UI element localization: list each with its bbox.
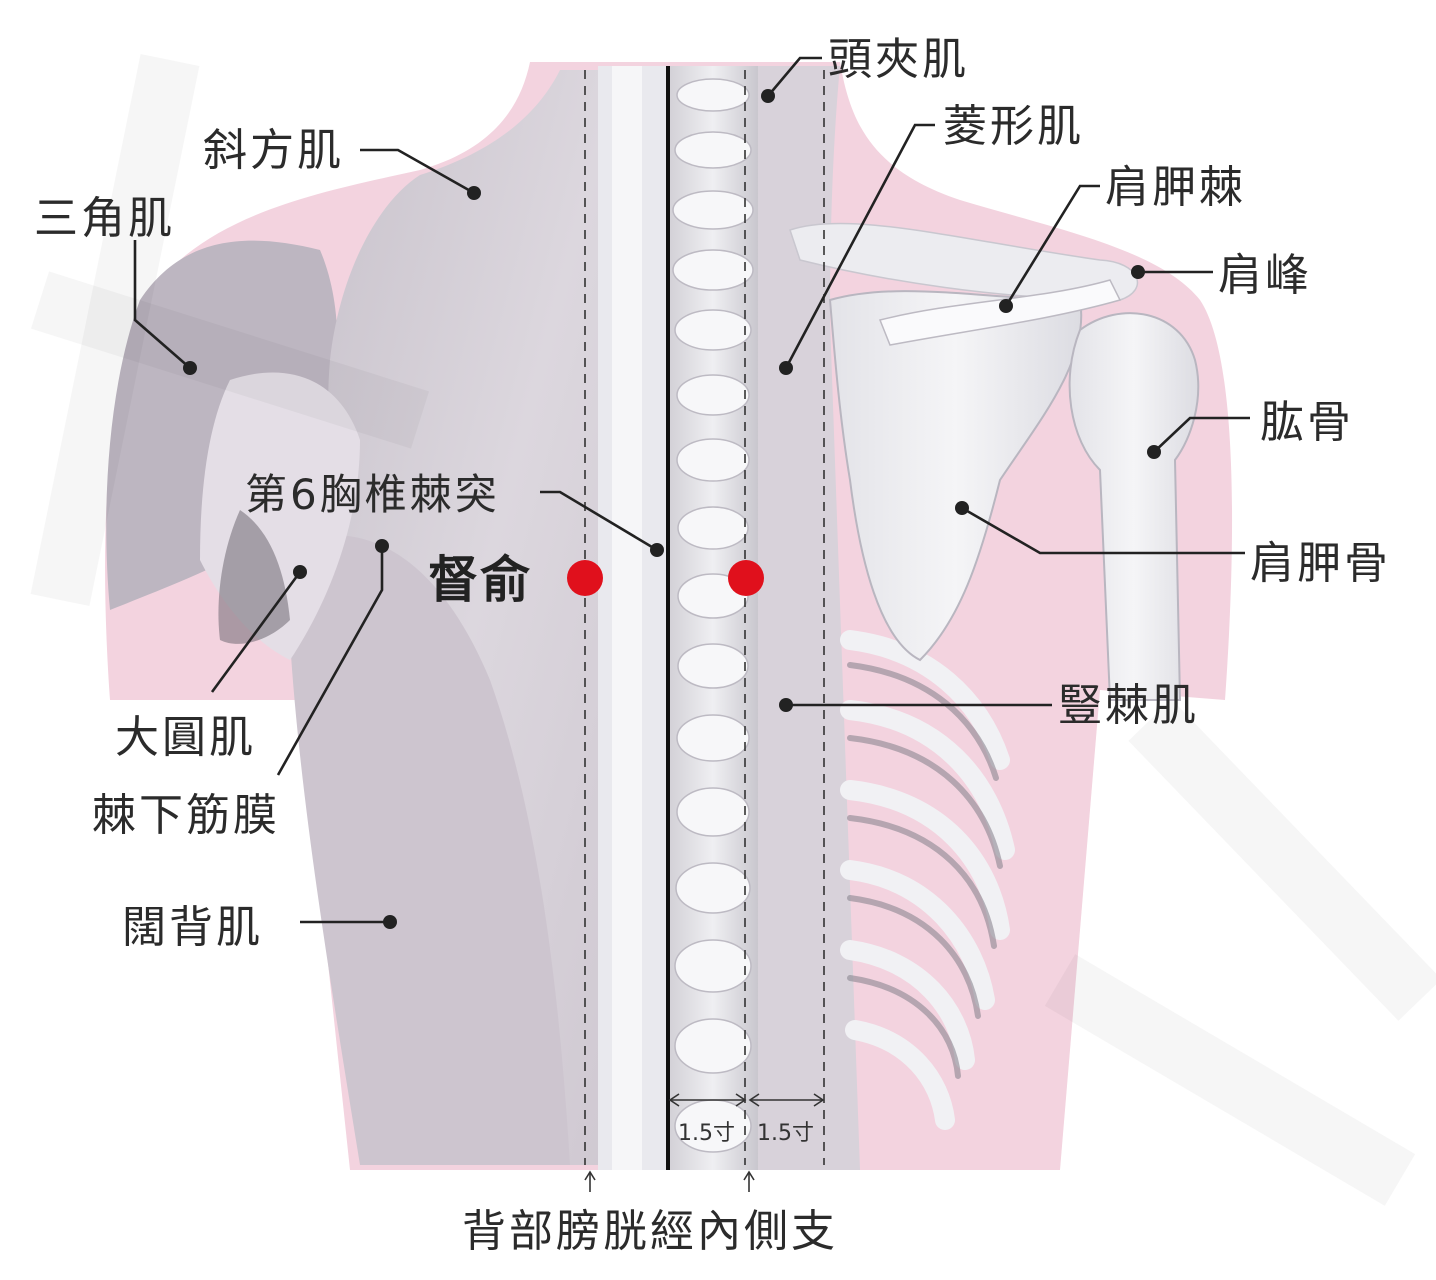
clavicle-shape	[789, 222, 1139, 301]
trapezius-shape	[328, 70, 620, 1165]
label-jixiajinmo: 棘下筋膜	[92, 790, 280, 841]
acupoint-left-dot	[567, 560, 603, 596]
label-dayuanji: 大圓肌	[115, 712, 256, 763]
scapular-spine-shape	[878, 279, 1122, 346]
caption-arrows	[584, 1170, 755, 1192]
latissimus-shape	[290, 535, 570, 1165]
measurement-right-label: 1.5寸	[757, 1121, 814, 1146]
leader-lines	[133, 56, 1250, 929]
measurement-arrows	[668, 1093, 825, 1107]
label-xiefangji: 斜方肌	[203, 125, 344, 176]
measurement-left-label: 1.5寸	[678, 1121, 735, 1146]
label-jianfeng: 肩峰	[1218, 250, 1312, 301]
erector-left-inner	[612, 66, 642, 1170]
ribs-shadow	[847, 662, 1003, 1079]
label-shujiji: 豎棘肌	[1058, 680, 1199, 731]
label-lingxingji: 菱形肌	[943, 101, 1084, 152]
caption: 背部膀胱經內側支	[462, 1206, 838, 1257]
erector-right-shape	[758, 66, 860, 1170]
vertebrae	[672, 78, 754, 1153]
ribs	[840, 630, 1015, 1130]
label-jianjiagu: 肩胛骨	[1250, 538, 1391, 589]
label-toujiaji: 頭夾肌	[828, 34, 969, 85]
acupoint-right-dot	[728, 560, 764, 596]
label-jianjia-spine: 肩胛棘	[1105, 162, 1246, 213]
label-kuobeiji: 闊背肌	[122, 902, 263, 953]
humerus-shape	[1068, 312, 1200, 701]
label-gonggu: 肱骨	[1260, 397, 1354, 448]
label-chest6: 第6胸椎棘突	[245, 470, 500, 519]
acupoint-name: 督俞	[428, 551, 532, 609]
label-sanjiaoji: 三角肌	[34, 193, 175, 244]
